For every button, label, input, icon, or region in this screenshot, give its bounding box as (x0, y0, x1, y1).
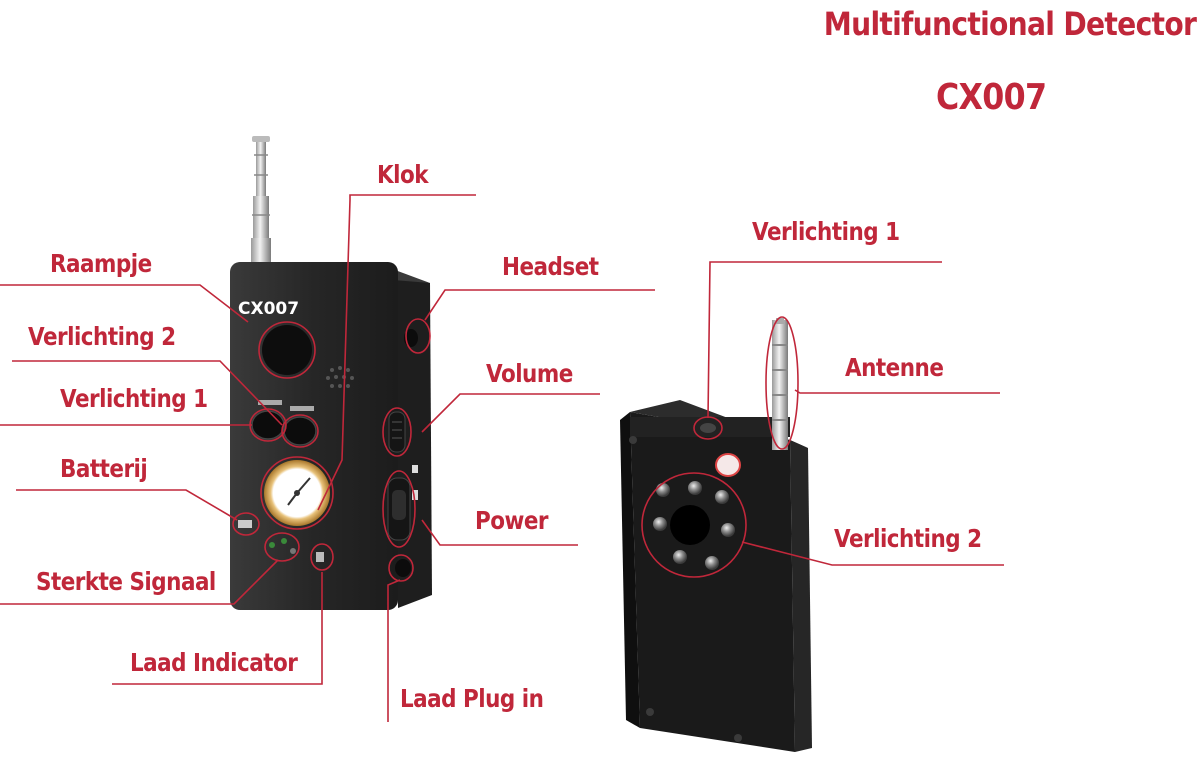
back-device (620, 318, 812, 752)
volume-wheel (388, 411, 406, 453)
label-raampje: Raampje (50, 249, 152, 278)
label-sterkte-signaal: Sterkte Signaal (36, 567, 216, 596)
label-verlichting-1-left: Verlichting 1 (60, 384, 208, 413)
label-verlichting-2-right: Verlichting 2 (834, 524, 982, 553)
label-power: Power (475, 506, 549, 535)
label-batterij: Batterij (60, 454, 148, 483)
label-volume: Volume (486, 359, 573, 388)
charge-port (395, 559, 411, 577)
label-verlichting-2-left: Verlichting 2 (28, 322, 176, 351)
label-verlichting-1-right: Verlichting 1 (752, 217, 900, 246)
battery-icon (238, 520, 252, 528)
diagram-title: Multifunctional Detector (823, 5, 1197, 43)
front-brand-text: CX007 (238, 299, 299, 319)
front-device: CX007 (230, 136, 432, 610)
front-antenna (251, 136, 271, 266)
lens-window (262, 325, 312, 375)
light-button-2 (283, 416, 317, 446)
compass-clock (264, 460, 330, 526)
back-antenna (772, 318, 788, 450)
label-headset: Headset (502, 252, 599, 281)
callout-lines (0, 194, 1004, 722)
model-name: CX007 (936, 77, 1047, 118)
label-klok: Klok (377, 160, 429, 189)
label-antenne: Antenne (845, 353, 944, 382)
rear-lens (670, 505, 710, 545)
charge-icon (316, 552, 324, 562)
light-button-1 (251, 410, 285, 440)
label-laad-plug-in: Laad Plug in (400, 684, 544, 713)
label-laad-indicator: Laad Indicator (130, 648, 298, 677)
